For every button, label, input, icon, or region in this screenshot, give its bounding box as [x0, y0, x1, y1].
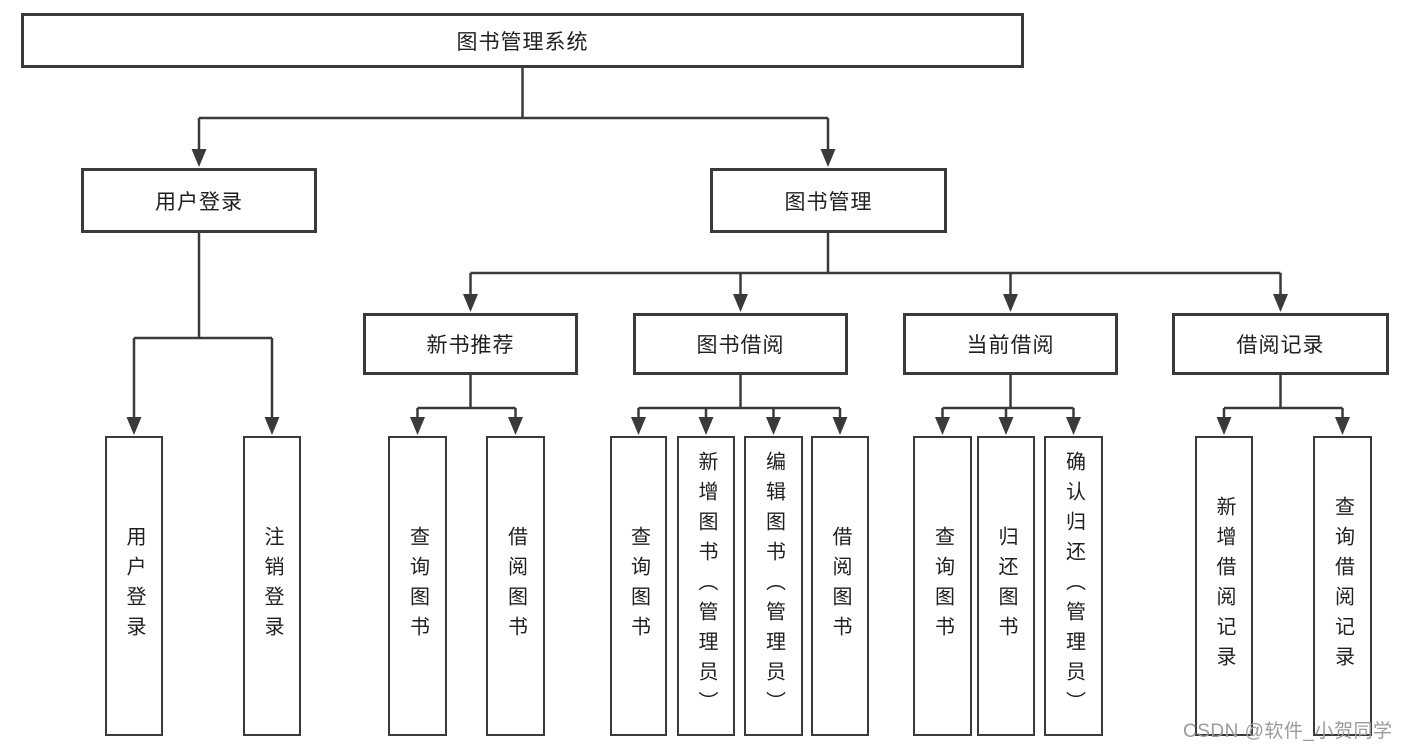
- arrowhead-icon: [126, 417, 142, 435]
- arrowhead-icon: [832, 417, 848, 435]
- leaf-logout-label: 注销登录: [261, 526, 283, 646]
- leaf-return-books-label: 归还图书: [995, 526, 1017, 646]
- arrowhead-icon: [631, 417, 646, 435]
- arrowhead-icon: [410, 417, 425, 435]
- arrowhead-icon: [998, 417, 1014, 435]
- leaf-recommend-borrow-books-label: 借阅图书: [504, 526, 527, 646]
- leaf-recommend-borrow-books: 借阅图书: [486, 436, 545, 736]
- arrowheads: [126, 149, 1350, 435]
- node-book-management: 图书管理: [710, 168, 947, 233]
- arrowhead-icon: [264, 417, 280, 435]
- leaf-recommend-query-books-label: 查询图书: [406, 526, 429, 646]
- node-borrow-record-label: 借阅记录: [1236, 334, 1325, 357]
- leaf-user-login-label: 用户登录: [123, 526, 145, 646]
- leaf-confirm-return-admin-label: 确认归还（管理员）: [1062, 451, 1085, 721]
- node-book-borrow-label: 图书借阅: [696, 334, 785, 357]
- arrowhead-icon: [733, 294, 748, 312]
- arrowhead-icon: [463, 294, 478, 312]
- arrowhead-icon: [1003, 294, 1018, 312]
- arrowhead-icon: [508, 417, 523, 435]
- node-user-login-label: 用户登录: [155, 190, 243, 214]
- arrowhead-icon: [698, 417, 714, 435]
- leaf-logout: 注销登录: [243, 436, 301, 736]
- csdn-watermark: CSDN @软件_小贺同学: [1183, 721, 1393, 742]
- leaf-edit-books-admin-label: 编辑图书（管理员）: [762, 451, 785, 721]
- leaf-add-borrow-record: 新增借阅记录: [1195, 436, 1253, 736]
- leaf-recommend-query-books: 查询图书: [388, 436, 447, 736]
- connector-path: [132, 68, 1344, 421]
- node-library-system-label: 图书管理系统: [456, 30, 589, 54]
- leaf-borrow-query-books: 查询图书: [610, 436, 667, 736]
- leaf-query-borrow-record: 查询借阅记录: [1313, 436, 1372, 736]
- leaf-borrow-books: 借阅图书: [811, 436, 869, 736]
- leaf-confirm-return-admin: 确认归还（管理员）: [1044, 436, 1103, 736]
- arrowhead-icon: [1335, 417, 1350, 435]
- arrowhead-icon: [820, 149, 836, 167]
- arrowhead-icon: [191, 149, 207, 167]
- leaf-borrow-books-label: 借阅图书: [829, 526, 851, 646]
- leaf-current-query-books-label: 查询图书: [931, 526, 954, 646]
- node-borrow-record: 借阅记录: [1172, 313, 1389, 375]
- node-book-borrow: 图书借阅: [633, 313, 848, 375]
- arrowhead-icon: [1216, 417, 1232, 435]
- leaf-user-login: 用户登录: [105, 436, 163, 736]
- leaf-add-borrow-record-label: 新增借阅记录: [1213, 496, 1235, 676]
- arrowhead-icon: [1273, 294, 1288, 312]
- arrowhead-icon: [935, 417, 950, 435]
- leaf-add-books-admin-label: 新增图书（管理员）: [695, 451, 717, 721]
- leaf-edit-books-admin: 编辑图书（管理员）: [744, 436, 803, 736]
- node-current-borrow: 当前借阅: [903, 313, 1118, 375]
- leaf-add-books-admin: 新增图书（管理员）: [677, 436, 735, 736]
- leaf-current-query-books: 查询图书: [913, 436, 972, 736]
- leaf-query-borrow-record-label: 查询借阅记录: [1331, 496, 1354, 676]
- node-new-book-recommend-label: 新书推荐: [426, 334, 515, 357]
- arrowhead-icon: [766, 417, 781, 435]
- arrowhead-icon: [1066, 417, 1081, 435]
- leaf-borrow-query-books-label: 查询图书: [627, 526, 650, 646]
- node-book-management-label: 图书管理: [784, 190, 873, 214]
- node-library-system: 图书管理系统: [21, 13, 1024, 68]
- node-new-book-recommend: 新书推荐: [363, 313, 578, 375]
- node-user-login: 用户登录: [81, 168, 317, 233]
- leaf-return-books: 归还图书: [977, 436, 1035, 736]
- node-current-borrow-label: 当前借阅: [966, 334, 1055, 357]
